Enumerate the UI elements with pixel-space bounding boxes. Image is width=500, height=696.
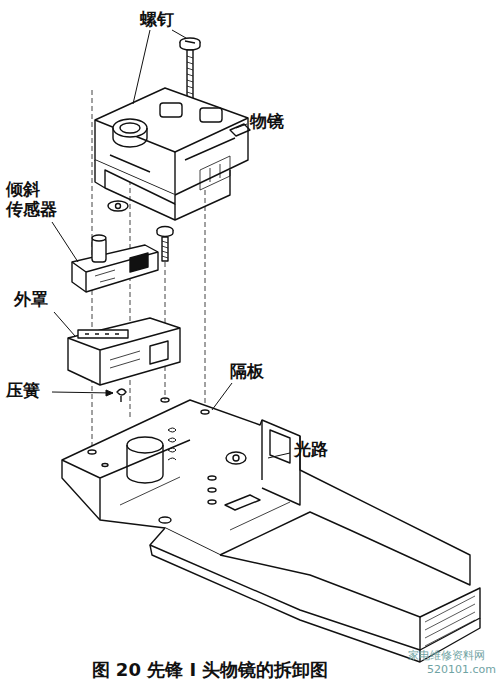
part-label: 外罩: [14, 290, 48, 310]
outer-cover: [68, 318, 180, 385]
flex-cable: [150, 528, 480, 662]
watermark: 家电维修资料网: [408, 650, 485, 663]
small-screw: [157, 227, 173, 262]
part-label: 倾斜 传感器: [6, 180, 62, 219]
part-label: 物镜: [250, 112, 284, 132]
objective-lens-block: [95, 88, 250, 220]
figure-caption: 图 20 先锋 I 头物镜的拆卸图: [0, 658, 420, 682]
watermark: 520101.com: [427, 664, 496, 677]
part-label: 压簧: [6, 381, 40, 401]
leader-lines: [52, 30, 290, 458]
part-label: 螺钉: [140, 10, 174, 30]
pressure-spring: [117, 389, 126, 402]
part-label: 光路: [294, 440, 328, 460]
tilt-sensor: [72, 235, 158, 292]
part-label: 隔板: [228, 362, 266, 382]
